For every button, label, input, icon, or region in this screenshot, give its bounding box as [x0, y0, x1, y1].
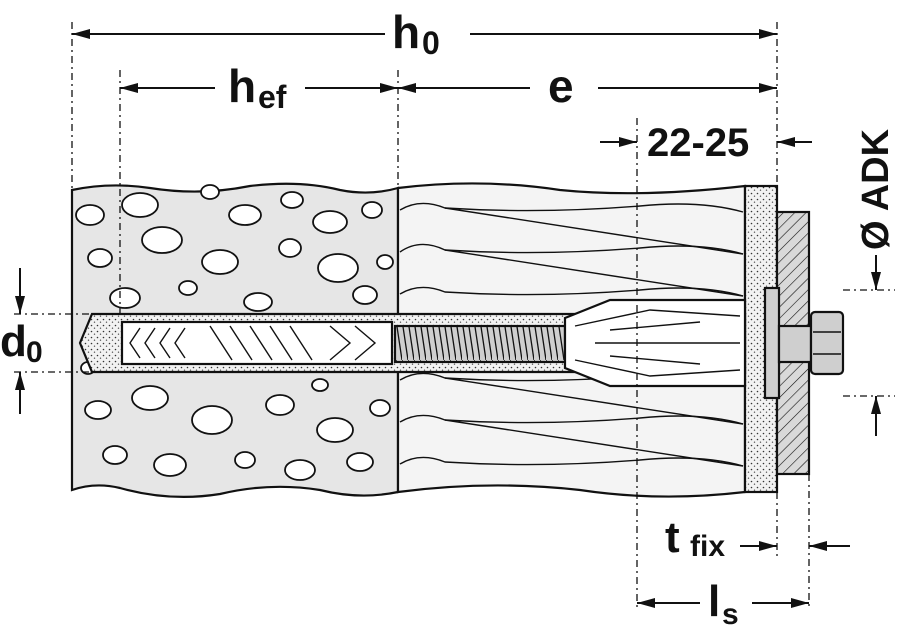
dimension-adk: Ø ADK	[855, 128, 897, 436]
insulation-pattern	[399, 202, 744, 467]
dimension-ls: l s	[637, 577, 809, 631]
range-label: 22-25	[647, 121, 749, 165]
hef-subscript: ef	[258, 79, 287, 115]
tfix-subscript: fix	[690, 530, 725, 563]
extension-lines	[14, 22, 895, 610]
hef-label: h	[228, 60, 256, 112]
plug-sleeve	[120, 320, 394, 366]
dimension-tfix: t fix	[665, 513, 850, 563]
bolt-shank	[777, 324, 813, 364]
ls-label: l	[708, 577, 720, 626]
adk-label: Ø ADK	[855, 128, 897, 250]
washer	[763, 286, 781, 400]
tfix-label: t	[665, 513, 680, 562]
dimension-d0: d 0	[0, 268, 43, 414]
dimension-h0: h 0	[72, 6, 777, 61]
dimension-22-25: 22-25	[600, 121, 812, 165]
d0-subscript: 0	[26, 336, 43, 369]
threaded-rod	[393, 324, 567, 364]
sleeve-lines	[574, 309, 741, 377]
aggregate-stones	[75, 184, 394, 481]
h0-subscript: 0	[422, 25, 440, 61]
hex-nut	[809, 310, 845, 376]
h0-label: h	[392, 6, 420, 58]
plug-barbs	[129, 325, 377, 361]
d0-label: d	[0, 317, 27, 366]
dimension-hef: h ef	[120, 60, 398, 115]
e-label: e	[548, 60, 574, 112]
ls-subscript: s	[722, 598, 739, 631]
dimension-e: e	[398, 60, 777, 112]
anchor-assembly	[78, 286, 845, 400]
